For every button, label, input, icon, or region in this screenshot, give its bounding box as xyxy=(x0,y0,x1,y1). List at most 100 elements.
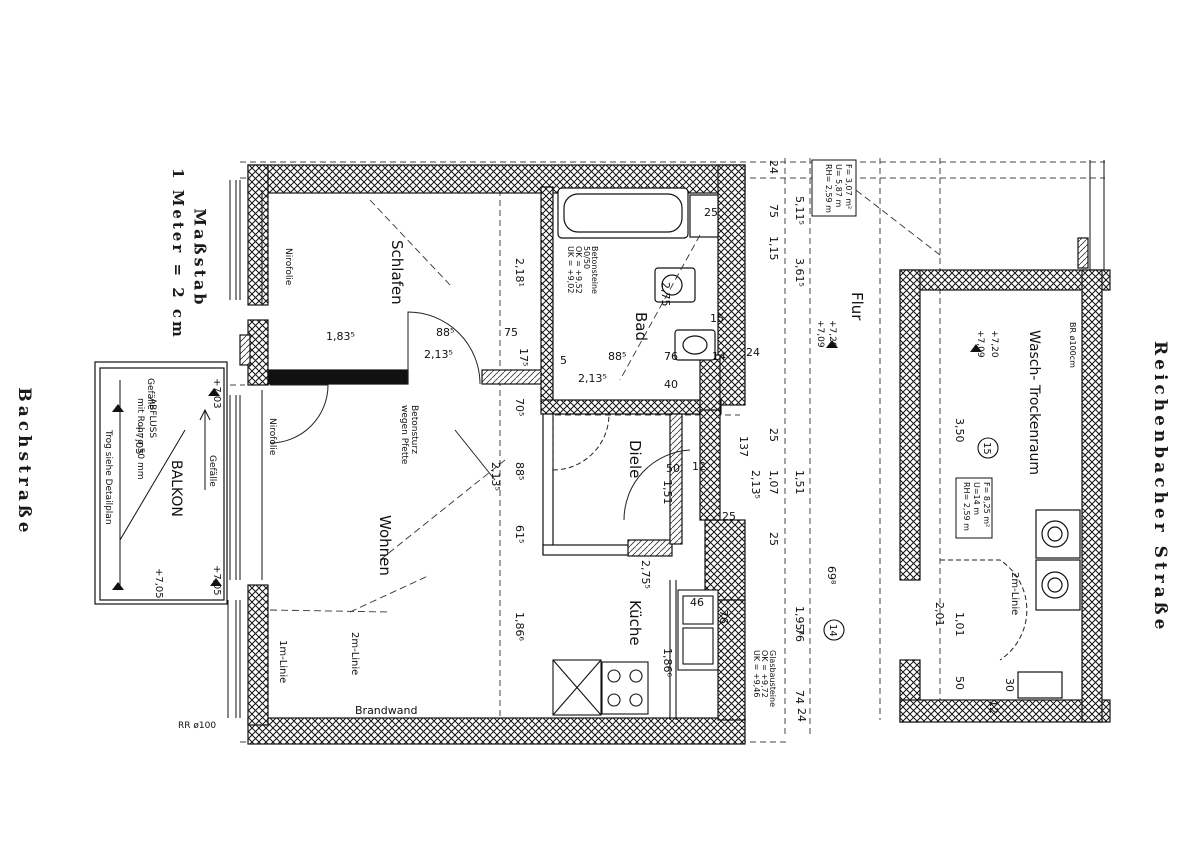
room-label-schlafen: Schlafen xyxy=(388,240,406,305)
dim-label: 5,11⁵ xyxy=(793,196,806,225)
note-1m-linie: 1m-Linie xyxy=(277,640,288,683)
dim-label: 46 xyxy=(690,596,704,609)
note-rr: RR ø100 xyxy=(178,721,216,731)
dim-label: 2,75 xyxy=(659,282,672,307)
dim-label: 2,13⁵ xyxy=(749,470,762,499)
dim-label: 50 xyxy=(666,462,680,475)
dim-label: 25 xyxy=(767,532,780,546)
note-betonsturz: Betonsturz xyxy=(409,405,419,454)
note-brandwand: Brandwand xyxy=(355,704,417,717)
dim-label: 17⁵ xyxy=(517,348,530,366)
dim-label: 5 xyxy=(560,354,567,367)
scale-title: Maßstab xyxy=(190,208,210,308)
note-pfette: wegen Pfette xyxy=(399,405,409,465)
dryer-icon xyxy=(1035,559,1081,611)
dim-label: 12 xyxy=(692,460,706,473)
dim-label: 1,07 xyxy=(767,470,780,495)
dim-label: 15 xyxy=(710,312,724,325)
note-br: BR ø100cm xyxy=(1068,322,1077,368)
level-wasch-2: +7,09 xyxy=(975,330,985,358)
flur-area-rh: RH= 2,59 m xyxy=(824,164,833,213)
dim-label: 1,51 xyxy=(661,480,674,505)
room-marker-14 xyxy=(823,619,845,641)
sink-icon xyxy=(674,329,716,361)
laundry-room-walls xyxy=(899,160,1111,723)
note-trog: Trog siehe Detailplan xyxy=(103,429,113,525)
dim-label: 76 xyxy=(717,610,730,624)
wasch-area-u: U=14 m xyxy=(972,482,981,515)
room-label-wohnen: Wohnen xyxy=(376,515,394,576)
bathtub-icon xyxy=(557,187,689,239)
dim-label: 24 xyxy=(746,346,760,359)
note-betonsteine-4: UK = +9,02 xyxy=(566,246,575,293)
room-label-balkon: BALKON xyxy=(168,460,184,517)
dim-label: 70⁵ xyxy=(513,398,526,416)
stove-icon xyxy=(601,661,649,715)
level-balkon-2: +7,05 xyxy=(133,424,144,455)
dim-label: 2,13⁵ xyxy=(489,462,502,491)
level-flur-1: +7,20 xyxy=(827,320,837,348)
level-markers xyxy=(112,340,982,590)
dim-label: 88⁵ xyxy=(608,350,626,363)
dim-label: 2,13⁵ xyxy=(578,372,607,385)
toilet-icon xyxy=(654,267,696,303)
room-label-flur: Flur xyxy=(848,292,866,321)
dim-label: 1,15 xyxy=(767,236,780,261)
note-glasbaustein-2: OK = +9,72 xyxy=(760,650,769,698)
note-abfluss: ABFLUSS xyxy=(147,398,157,438)
dim-label: 3,50 xyxy=(953,418,966,443)
note-2m-linie-wasch: 2m-Linie xyxy=(1009,572,1020,615)
dim-label: 1,51 xyxy=(793,470,806,495)
note-glasbaustein-1: Glasbausteine xyxy=(768,650,777,707)
windows-west xyxy=(227,180,263,718)
dim-label: 61⁵ xyxy=(513,525,526,543)
room-marker-15 xyxy=(977,437,999,459)
dim-label: 24 xyxy=(795,708,808,722)
dim-label: 30 xyxy=(1003,678,1016,692)
note-rohr: mit Rohr ø 50 mm xyxy=(135,398,145,480)
dim-label: 88⁵ xyxy=(513,462,526,480)
dim-label: 1,95⁸ xyxy=(793,606,806,635)
kitchen-fixtures xyxy=(552,580,719,720)
dim-label: 25 xyxy=(767,428,780,442)
dim-label: 14 xyxy=(712,350,726,363)
note-betonsteine-1: Betonsteine xyxy=(590,246,599,294)
balcony-outline xyxy=(94,361,228,605)
note-nirofolie-1: Nirofolie xyxy=(283,248,293,286)
street-label-east: Reichenbacher Straße xyxy=(1150,341,1170,634)
dim-label: 69⁸ xyxy=(825,566,838,585)
note-2m-linie-wohnen: 2m-Linie xyxy=(349,632,360,675)
wasch-area-f: F= 8,25 m² xyxy=(982,482,991,527)
level-flur-2: +7,09 xyxy=(815,320,825,348)
dim-label: 76 xyxy=(664,350,678,363)
flur-area-u: U= 5,87 m xyxy=(834,164,843,207)
washing-machines xyxy=(1017,509,1081,699)
note-betonsteine-2: 50/50 xyxy=(582,246,591,269)
dim-label: 3,61⁵ xyxy=(793,258,806,287)
dim-label: 50 xyxy=(953,676,966,690)
level-balkon-3: +7,05 xyxy=(153,568,164,599)
dim-label: 2,75⁵ xyxy=(639,560,652,589)
dim-label: 25 xyxy=(704,206,718,219)
room-label-diele: Diele xyxy=(626,440,644,478)
dim-label: 1,01 xyxy=(953,612,966,637)
room-marker-14-label: 14 xyxy=(827,624,838,637)
dim-label: 12 xyxy=(987,700,1000,714)
balcony-arrows xyxy=(119,380,211,590)
dim-label: 2,18¹ xyxy=(513,258,526,287)
note-glasbaustein-3: UK = +9,46 xyxy=(752,650,761,697)
washing-machine-icon xyxy=(1035,509,1081,559)
dim-label: 2,01 xyxy=(933,602,946,627)
room-label-kueche: Küche xyxy=(626,600,644,646)
dim-label: 24 xyxy=(767,160,780,174)
dim-label: 75 xyxy=(767,204,780,218)
note-gefaelle-2: Gefälle xyxy=(207,455,217,487)
dim-label: 1,86⁶ xyxy=(513,612,526,641)
dim-label: 137 xyxy=(737,436,750,457)
doors xyxy=(269,311,1028,661)
wasch-area-rh: RH= 2,59 m xyxy=(962,482,971,531)
area-boxes xyxy=(811,159,993,539)
dim-label: 25 xyxy=(722,510,736,523)
dim-label: 1,86⁶ xyxy=(661,648,674,677)
